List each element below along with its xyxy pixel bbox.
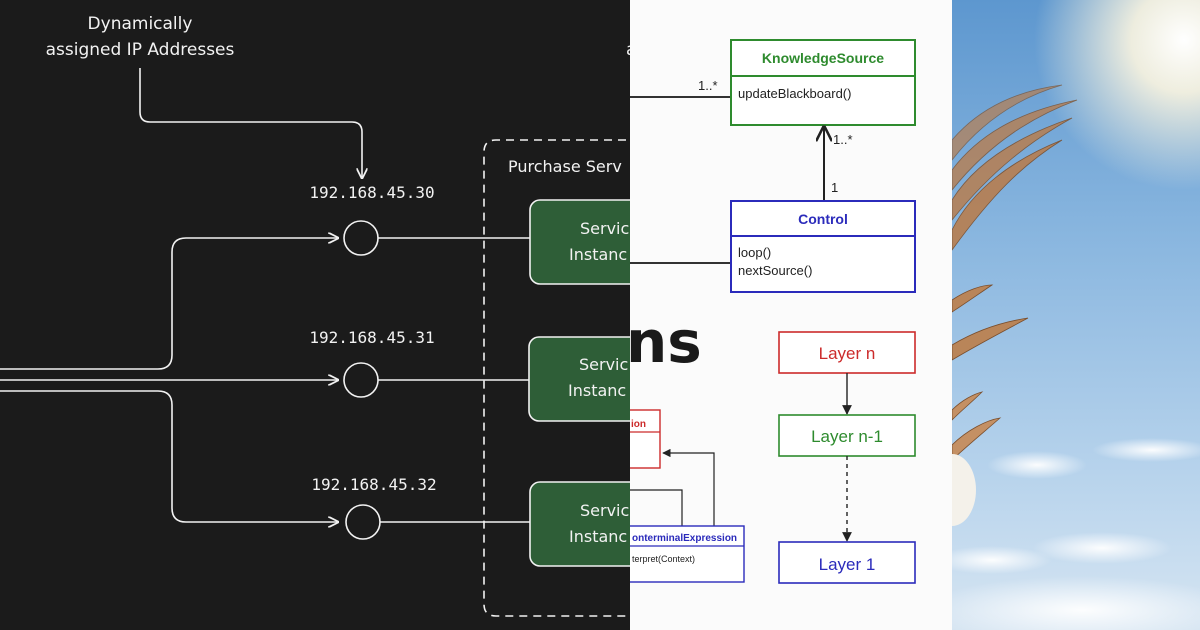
multiplicity-bottom: 1: [831, 180, 838, 195]
ip-label-1: 192.168.45.30: [309, 183, 434, 202]
cloud-4: [952, 546, 1052, 574]
control-method-1: loop(): [738, 245, 771, 260]
uml-diagram: 1..* KnowledgeSource updateBlackboard() …: [630, 39, 916, 584]
service-instance-2-line-1: Servic: [579, 355, 628, 374]
service-instance-2-line-2: Instanc: [568, 381, 626, 400]
ip-node-1: [343, 220, 379, 256]
service-instance-1-line-1: Servic: [580, 219, 629, 238]
annotation-line-2: assigned IP Addresses: [46, 40, 235, 60]
ip-label-3: 192.168.45.32: [311, 475, 436, 494]
knowledge-source-title: KnowledgeSource: [762, 50, 884, 66]
wing-lower: [952, 391, 1002, 461]
service-instance-3-line-1: Servic: [580, 501, 629, 520]
annotation-cut-text: a: [626, 40, 630, 60]
ip-label-2: 192.168.45.31: [309, 328, 434, 347]
ip-node-2: [343, 362, 379, 398]
wing-upper: [952, 84, 1078, 251]
expression-red-label: ion: [631, 419, 646, 430]
layer-n-box: [778, 331, 916, 374]
multiplicity-top: 1..*: [833, 132, 853, 147]
layer-1-label: Layer 1: [819, 555, 876, 574]
cloud-bank: [952, 576, 1200, 630]
sun-glow: [1034, 0, 1200, 190]
knowledge-source-method: updateBlackboard(): [738, 86, 851, 101]
knowledge-source-class: [730, 39, 916, 126]
service-instance-3-line-2: Instanc: [569, 527, 627, 546]
ip-node-3: [345, 504, 381, 540]
partial-heading: ns: [630, 308, 702, 376]
aggregation-link: [662, 448, 715, 526]
service-instance-1: [529, 199, 630, 285]
layer-n-1-box: [778, 414, 916, 457]
annotation-arrow: [139, 68, 362, 178]
nonterminal-method: terpret(Context): [632, 554, 695, 564]
layer-n-label: Layer n: [819, 344, 876, 363]
route-line-3: [0, 390, 338, 522]
control-title: Control: [798, 211, 848, 227]
uml-patterns-panel: 1..* KnowledgeSource updateBlackboard() …: [630, 0, 952, 630]
service-discovery-panel: Dynamically assigned IP Addresses a Purc…: [0, 14, 630, 617]
nonterminal-expression-class: [630, 525, 745, 583]
expression-red-class: [630, 409, 661, 469]
layer-1-box: [778, 541, 916, 584]
layer-n-1-label: Layer n-1: [811, 427, 883, 446]
inheritance-link: [630, 489, 683, 526]
cloud-2: [1092, 438, 1200, 462]
service-instance-1-line-2: Instanc: [569, 245, 627, 264]
bird-body: [952, 454, 976, 526]
multiplicity-left: 1..*: [698, 78, 718, 93]
route-line-1: [0, 238, 338, 370]
sky-illustration: [952, 0, 1200, 630]
service-diagram: Dynamically assigned IP Addresses a Purc…: [0, 14, 630, 617]
nonterminal-title: onterminalExpression: [632, 533, 737, 544]
cloud-3: [1032, 532, 1172, 564]
control-method-2: nextSource(): [738, 263, 812, 278]
cloud-1: [987, 451, 1087, 479]
service-instance-2: [528, 336, 630, 422]
control-class: [730, 200, 916, 293]
group-label: Purchase Serv: [508, 157, 622, 176]
service-instance-3: [529, 481, 630, 567]
annotation-line-1: Dynamically: [88, 14, 193, 34]
wing-middle: [952, 284, 1029, 361]
sky-wings-image: [952, 0, 1200, 630]
